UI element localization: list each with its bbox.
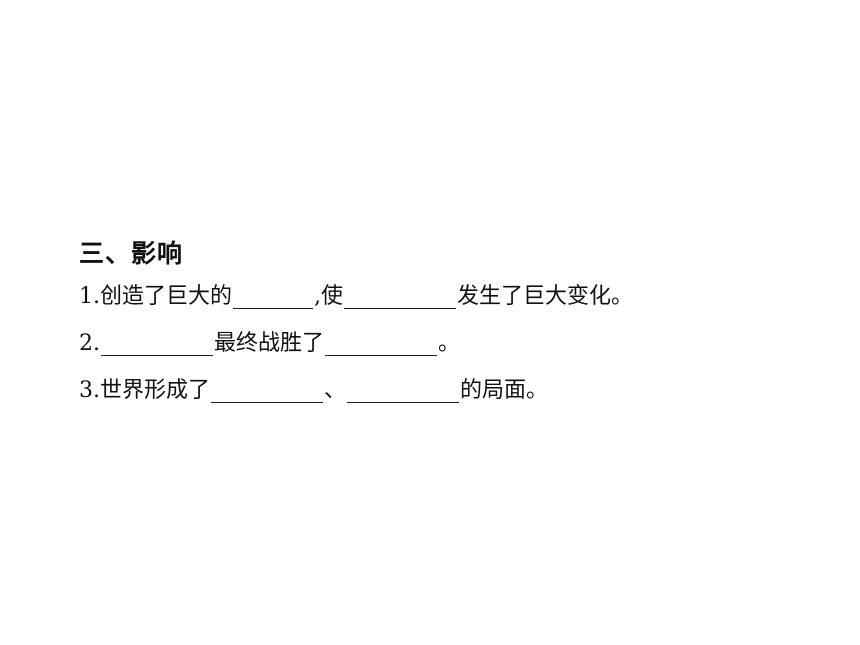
answer-blank[interactable] — [344, 282, 457, 309]
item-text: 发生了巨大变化。 — [457, 284, 634, 309]
answer-blank[interactable] — [233, 282, 314, 309]
fill-in-item-3: 3.世界形成了 、 的局面。 — [79, 368, 819, 415]
item-number: 2. — [79, 331, 100, 356]
fill-in-item-2: 2. 最终战胜了 。 — [79, 321, 819, 368]
item-number: 3. — [79, 378, 100, 403]
section-heading: 三、影响 — [79, 239, 184, 268]
answer-blank[interactable] — [347, 376, 460, 403]
item-text: 。 — [438, 331, 461, 356]
item-number: 1. — [79, 284, 100, 309]
worksheet-section: 三、影响 1.创造了巨大的 ,使 发生了巨大变化。 2. 最终战胜了 。 3.世界形成了… — [79, 236, 819, 415]
item-text: 最终战胜了 — [214, 331, 325, 356]
item-text: 创造了巨大的 — [100, 284, 233, 309]
answer-blank[interactable] — [211, 376, 324, 403]
item-text: ,使 — [314, 284, 344, 309]
fill-in-item-1: 1.创造了巨大的 ,使 发生了巨大变化。 — [79, 274, 819, 321]
item-text: 、 — [324, 378, 347, 403]
answer-blank[interactable] — [325, 329, 438, 356]
item-text: 世界形成了 — [100, 378, 211, 403]
answer-blank[interactable] — [101, 329, 213, 356]
item-text: 的局面。 — [460, 378, 549, 403]
